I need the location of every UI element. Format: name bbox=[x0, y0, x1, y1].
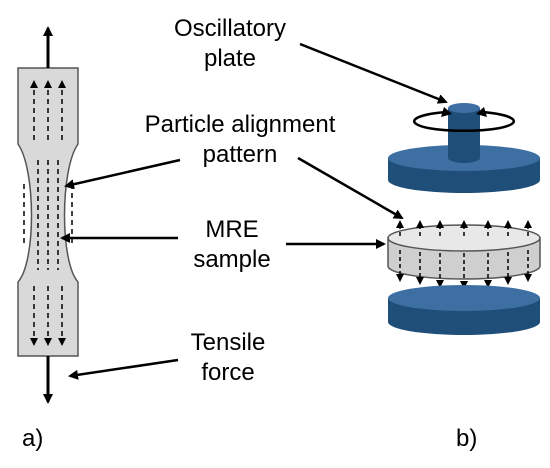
oscillatory-leader bbox=[299, 42, 448, 104]
sample-particle-chains bbox=[396, 220, 532, 289]
particle-leader-a bbox=[64, 158, 181, 190]
panel-a-label: a) bbox=[22, 425, 43, 452]
mre-label-line1: MRE bbox=[205, 216, 258, 243]
tensile-label-line1: Tensile bbox=[191, 329, 266, 356]
particle-label-line1: Particle alignment bbox=[145, 111, 336, 138]
mre-label-line2: sample bbox=[193, 246, 270, 273]
oscillatory-label-line2: plate bbox=[204, 45, 256, 72]
oscillatory-label-line1: Oscillatory bbox=[174, 15, 286, 42]
rotation-arrow bbox=[413, 107, 515, 133]
rheometer-setup bbox=[387, 103, 541, 335]
leader-arrows bbox=[60, 42, 448, 380]
specimen-body bbox=[17, 67, 79, 357]
mre-sample-disc bbox=[387, 220, 541, 289]
particle-leader-b bbox=[297, 156, 404, 220]
specimen-particle-chains bbox=[23, 80, 73, 346]
tensile-specimen bbox=[17, 26, 79, 404]
oscillatory-plate bbox=[388, 103, 540, 193]
bottom-plate bbox=[388, 285, 540, 335]
tensile-leader bbox=[68, 358, 179, 380]
tensile-label-line2: force bbox=[201, 359, 254, 386]
particle-label-line2: pattern bbox=[203, 141, 278, 168]
panel-b-label: b) bbox=[456, 425, 477, 452]
